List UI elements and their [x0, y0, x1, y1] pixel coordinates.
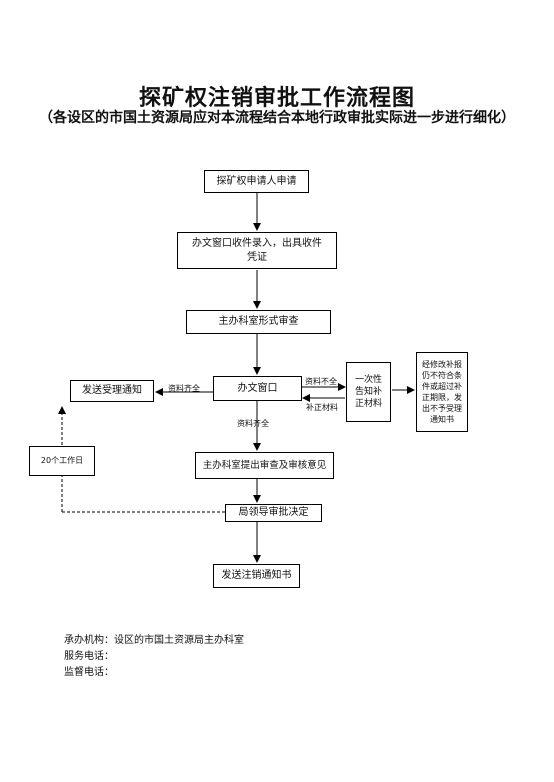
label-complete: 资料齐全: [168, 384, 200, 393]
page-subtitle: （各设区的市国土资源局应对本流程结合本地行政审批实际进一步进行细化）: [39, 110, 515, 126]
node-opinion: 主办科室提出审查及审核意见: [195, 452, 334, 479]
node-reject-notice: 经修改补报仍不符合条件或超过补正期限，发出不予受理通知书: [416, 352, 468, 432]
label-incomplete-right: 资料不全: [305, 377, 337, 386]
node-apply: 探矿权申请人申请: [204, 170, 309, 193]
node-form-review: 主办科室形式审查: [186, 310, 331, 334]
node-cancel-notice: 发送注销通知书: [213, 564, 300, 588]
page-title: 探矿权注销审批工作流程图: [138, 86, 415, 111]
node-window: 办文窗口: [213, 376, 302, 401]
node-notify-accept: 发送受理通知: [70, 380, 154, 402]
label-supplement: 补正材料: [306, 403, 338, 412]
node-one-time-notice: 一次性告知补正材料: [346, 362, 391, 422]
node-receive: 办文窗口收件录入，出具收件凭证: [177, 232, 337, 269]
footer-supervise-phone: 监督电话：: [64, 667, 114, 678]
footer-service-phone: 服务电话：: [64, 651, 114, 662]
node-workdays: 20个工作日: [29, 446, 95, 476]
label-incomplete-down: 资料齐全: [237, 419, 269, 428]
node-decision: 局领导审批决定: [225, 504, 322, 522]
footer-agency: 承办机构：设区的市国土资源局主办科室: [64, 635, 244, 646]
